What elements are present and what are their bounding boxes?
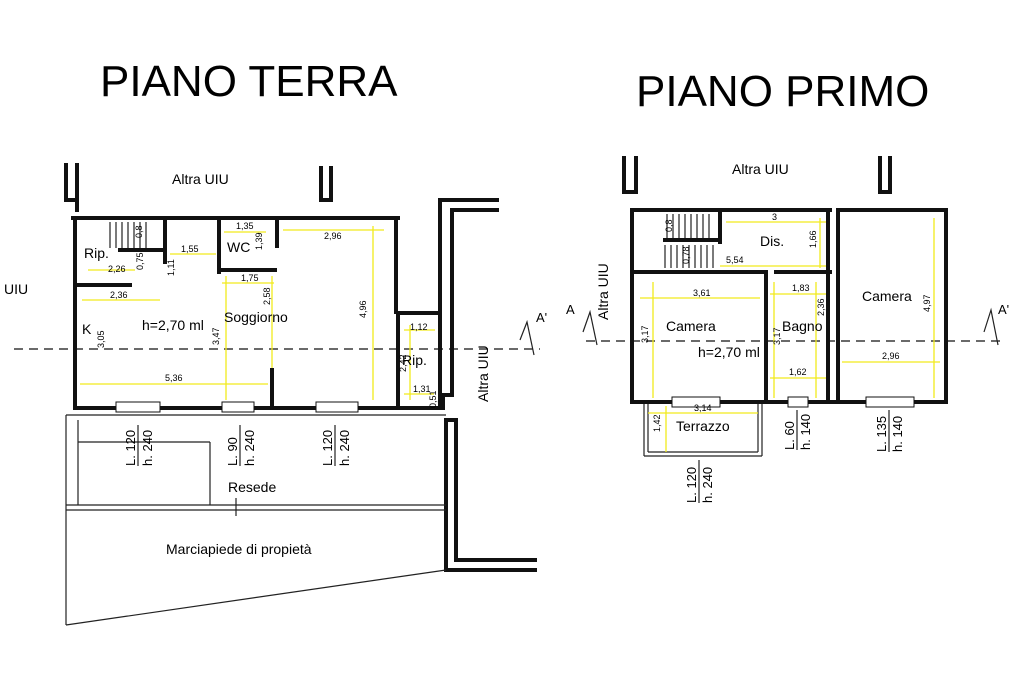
- ground-marciapiede-label: Marciapiede di propietà: [166, 541, 312, 557]
- ground-soggiorno-label: Soggiorno: [224, 309, 288, 325]
- dim-label: 1,62: [789, 367, 807, 377]
- dim-label: 1,55: [181, 244, 199, 254]
- dim-label: 3,61: [693, 288, 711, 298]
- dim-label: 4,96: [358, 300, 368, 318]
- dim-label: 3,17: [772, 327, 782, 345]
- ground-floor-title: PIANO TERRA: [100, 57, 398, 106]
- first-dis-label: Dis.: [760, 233, 784, 249]
- first-camera1-label: Camera: [666, 318, 716, 334]
- ground-section-arrow: [519, 319, 535, 356]
- dim-label: 1,75: [241, 273, 259, 283]
- ground-height-label: h=2,70 ml: [142, 317, 204, 333]
- dim-label: 1,11: [166, 259, 176, 276]
- dim-label: 5,54: [726, 255, 744, 265]
- dim-label: 0,75: [135, 252, 145, 270]
- opening-height: h. 140: [890, 416, 905, 452]
- dim-label: 3,05: [96, 330, 106, 348]
- dim-label: 3: [772, 212, 777, 222]
- first-floor-title: PIANO PRIMO: [636, 67, 929, 116]
- opening-height: h. 240: [242, 430, 257, 466]
- opening-width: L. 120: [684, 467, 699, 503]
- opening-width: L. 120: [123, 430, 138, 466]
- dim-label: 4,97: [922, 294, 932, 312]
- ground-opening-2: L. 90 h. 240: [225, 425, 257, 466]
- first-opening-2: L. 135 h. 140: [874, 410, 905, 452]
- first-section-arrow-left: [582, 309, 598, 346]
- ground-altra-uiu-left: UIU: [4, 281, 28, 297]
- first-cut-label-right: A': [998, 302, 1009, 317]
- dim-label: 2,26: [108, 264, 126, 274]
- ground-floor-plan: [64, 163, 537, 626]
- dim-label: 2,36: [110, 290, 128, 300]
- first-bagno-label: Bagno: [782, 318, 823, 334]
- ground-kitchen-label: K: [82, 321, 92, 337]
- first-height-label: h=2,70 ml: [698, 344, 760, 360]
- first-dimension-lines: [640, 218, 940, 452]
- first-altra-uiu-top: Altra UIU: [732, 161, 789, 177]
- opening-height: h. 240: [337, 430, 352, 466]
- opening-width: L. 90: [225, 437, 240, 466]
- first-cut-label-left: A: [566, 302, 575, 317]
- first-altra-uiu-left: Altra UIU: [595, 263, 611, 320]
- dim-label: 1,66: [808, 230, 818, 248]
- first-terrazzo-label: Terrazzo: [676, 418, 730, 434]
- first-opening-3: L. 120 h. 240: [684, 460, 715, 503]
- ground-resede-label: Resede: [228, 479, 276, 495]
- dim-label: 2,42: [398, 354, 408, 372]
- opening-width: L. 135: [874, 416, 889, 452]
- dim-label: 3,47: [211, 327, 221, 345]
- dim-label: 1,83: [792, 283, 810, 293]
- dim-label: 0,78: [681, 246, 691, 264]
- opening-height: h. 240: [140, 430, 155, 466]
- dim-label: 0,8: [664, 219, 674, 232]
- ground-altra-uiu-top: Altra UIU: [172, 171, 229, 187]
- ground-rip2-label: Rip.: [402, 352, 427, 368]
- dim-label: 1,42: [652, 414, 662, 432]
- dim-label: 2,96: [882, 351, 900, 361]
- dim-label: 1,35: [236, 221, 254, 231]
- ground-rip-label: Rip.: [84, 245, 109, 261]
- opening-width: L. 120: [320, 430, 335, 466]
- dim-label: 1,31: [413, 384, 431, 394]
- dim-label: 0,8: [134, 225, 144, 238]
- dim-label: 1,39: [254, 232, 264, 250]
- ground-opening-3: L. 120 h. 240: [320, 425, 352, 466]
- first-floor-plan: [622, 156, 948, 457]
- ground-altra-uiu-right: Altra UIU: [475, 345, 491, 402]
- opening-height: h. 140: [798, 414, 813, 450]
- dim-label: 3,14: [694, 403, 712, 413]
- ground-wc-label: WC: [227, 239, 250, 255]
- dim-label: 2,36: [816, 298, 826, 316]
- dim-label: 0,51: [428, 390, 438, 408]
- dim-label: 5,36: [165, 373, 183, 383]
- first-camera2-label: Camera: [862, 288, 912, 304]
- first-opening-1: L. 60 h. 140: [782, 410, 813, 450]
- dim-label: 2,58: [262, 287, 272, 305]
- dim-label: 2,96: [324, 231, 342, 241]
- dim-label: 1,12: [410, 322, 428, 332]
- opening-height: h. 240: [700, 467, 715, 503]
- ground-dimension-lines: [80, 226, 435, 400]
- ground-cut-label: A': [536, 310, 547, 325]
- dim-label: 3,17: [640, 325, 650, 343]
- ground-opening-1: L. 120 h. 240: [123, 425, 155, 466]
- first-section-arrow-right: [983, 307, 999, 346]
- opening-width: L. 60: [782, 421, 797, 450]
